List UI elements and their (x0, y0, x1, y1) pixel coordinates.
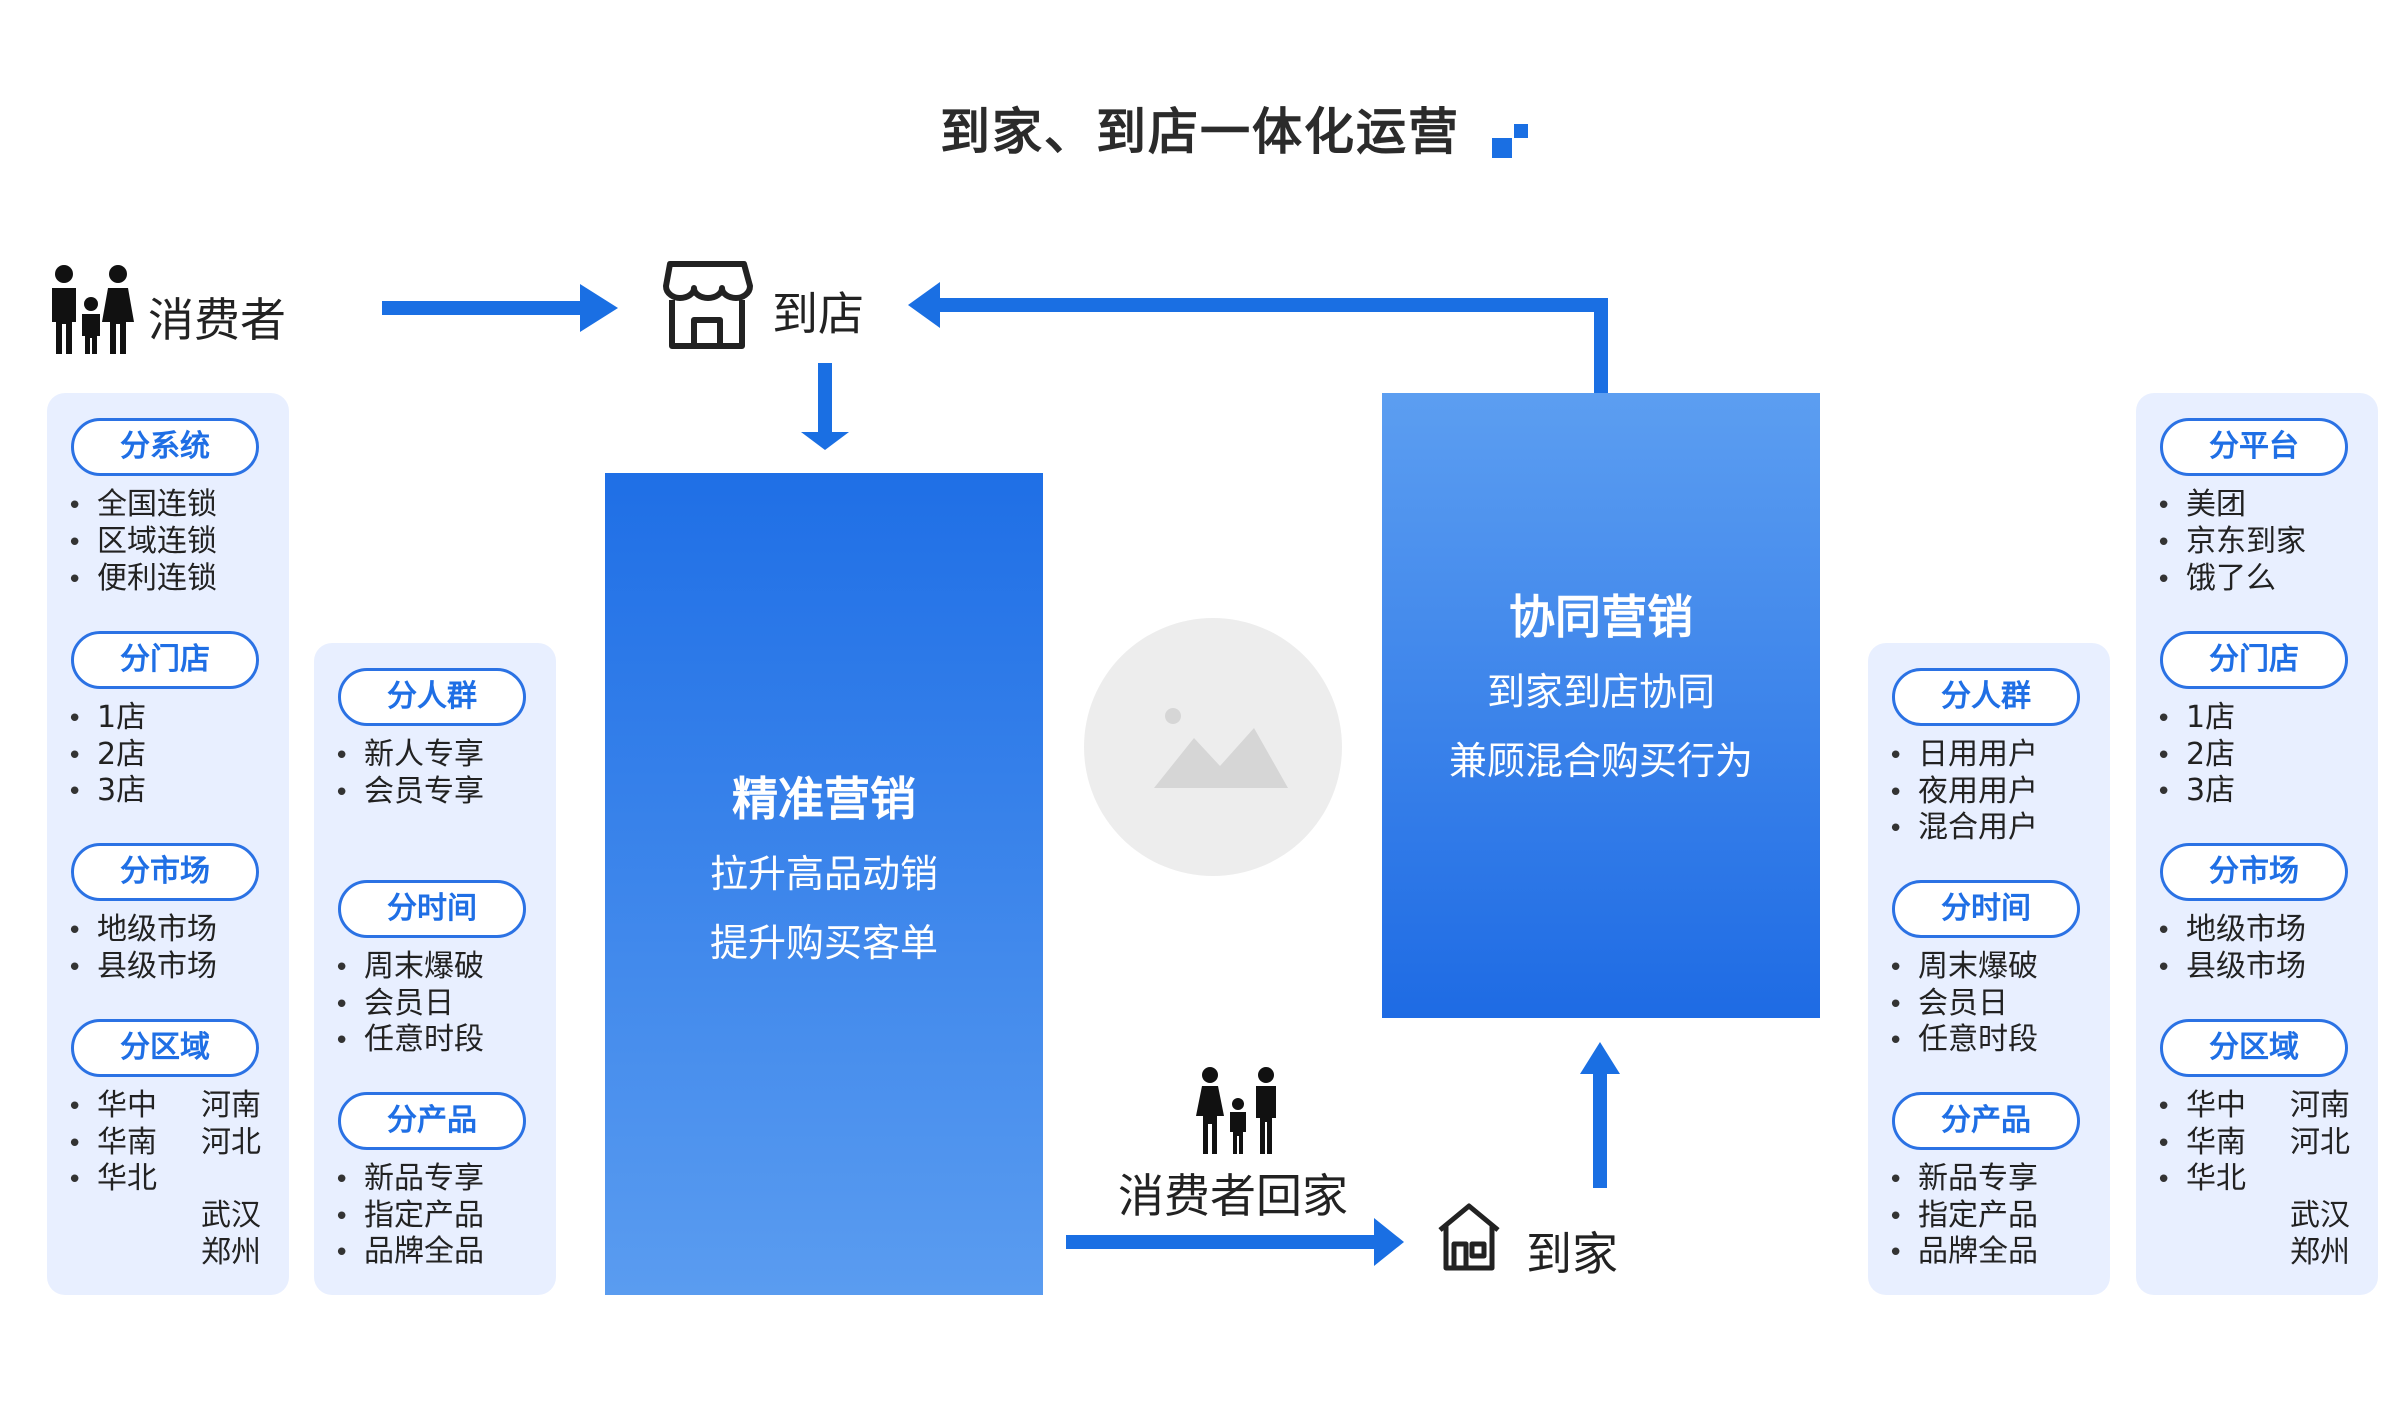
arrow-consumerhome-to-home (1066, 1218, 1404, 1266)
pill-time[interactable]: 分时间 (338, 880, 526, 938)
list-item: •县级市场 (67, 949, 217, 984)
list-item: •华中 (2156, 1088, 2246, 1123)
list-item: •3店 (2156, 773, 2236, 808)
list-item: •会员专享 (334, 774, 484, 809)
arrow-box-to-store (908, 282, 1608, 394)
list-item: •混合用户 (1888, 810, 2038, 845)
list-item: •华南 (67, 1125, 157, 1160)
pill-market[interactable]: 分市场 (2160, 843, 2348, 901)
box-left-title: 精准营销 (732, 772, 916, 826)
list-item: •2店 (2156, 737, 2236, 772)
store-icon (663, 261, 753, 349)
list-item: •区域连锁 (67, 524, 217, 559)
pill-store[interactable]: 分门店 (2160, 631, 2348, 689)
panel-right-outer: 分平台 •美团 •京东到家 •饿了么 分门店 •1店 •2店 •3店 分市场 •… (2136, 393, 2378, 1295)
list-item: •周末爆破 (334, 949, 484, 984)
box-right-title: 协同营销 (1509, 590, 1693, 644)
pill-system[interactable]: 分系统 (71, 418, 259, 476)
pill-region[interactable]: 分区域 (2160, 1019, 2348, 1077)
list-item: •华北 (2156, 1161, 2246, 1196)
arrow-consumer-to-store (382, 284, 618, 332)
arrow-store-to-box (801, 363, 849, 450)
image-placeholder (1084, 618, 1342, 876)
home-label: 到家 (1526, 1227, 1618, 1281)
list-item: 河北 (201, 1125, 261, 1160)
list-item: •美团 (2156, 487, 2246, 522)
list-item: •新品专享 (334, 1161, 484, 1196)
list-item: •3店 (67, 773, 147, 808)
list-item: •周末爆破 (1888, 949, 2038, 984)
list-item: •品牌全品 (1888, 1234, 2038, 1269)
in-store-label: 到店 (772, 287, 864, 341)
family-walking-icon (1196, 1067, 1276, 1154)
pill-crowd[interactable]: 分人群 (1892, 668, 2080, 726)
consumer-label: 消费者 (148, 293, 286, 347)
list-item: •任意时段 (1888, 1022, 2038, 1057)
diagram-title: 到家、到店一体化运营 (940, 103, 1460, 161)
list-item: 河北 (2290, 1125, 2350, 1160)
box-right-line2: 兼顾混合购买行为 (1448, 739, 1753, 783)
list-item: •京东到家 (2156, 524, 2306, 559)
list-item: •华南 (2156, 1125, 2246, 1160)
pill-market[interactable]: 分市场 (71, 843, 259, 901)
list-item: •新品专享 (1888, 1161, 2038, 1196)
list-item: •夜用用户 (1888, 774, 2038, 809)
list-item: •地级市场 (67, 912, 217, 947)
pill-crowd[interactable]: 分人群 (338, 668, 526, 726)
pill-product[interactable]: 分产品 (1892, 1092, 2080, 1150)
list-item: •任意时段 (334, 1022, 484, 1057)
panel-left-outer: 分系统 •全国连锁 •区域连锁 •便利连锁 分门店 •1店 •2店 •3店 分市… (47, 393, 289, 1295)
list-item: •1店 (67, 700, 147, 735)
list-item: •1店 (2156, 700, 2236, 735)
list-item: •县级市场 (2156, 949, 2306, 984)
house-icon (1438, 1203, 1500, 1271)
list-item: •华北 (67, 1161, 157, 1196)
family-icon (52, 265, 134, 354)
arrow-home-to-box (1580, 1042, 1620, 1188)
list-item: •便利连锁 (67, 561, 217, 596)
list-item: 武汉 (2290, 1198, 2350, 1233)
list-item: 郑州 (2290, 1235, 2350, 1270)
box-left-line2: 提升购买客单 (709, 921, 938, 965)
list-item: •会员日 (1888, 986, 2008, 1021)
list-item: •指定产品 (1888, 1198, 2038, 1233)
box-left-line1: 拉升高品动销 (709, 852, 938, 896)
box-right-line1: 到家到店协同 (1486, 670, 1715, 714)
pill-store[interactable]: 分门店 (71, 631, 259, 689)
list-item: •地级市场 (2156, 912, 2306, 947)
precision-marketing-box: 精准营销 拉升高品动销 提升购买客单 (605, 473, 1043, 1295)
panel-left-inner: 分人群 •新人专享 •会员专享 分时间 •周末爆破 •会员日 •任意时段 分产品… (314, 643, 556, 1295)
list-item: 郑州 (201, 1235, 261, 1270)
list-item: •品牌全品 (334, 1234, 484, 1269)
list-item: •全国连锁 (67, 487, 217, 522)
title-mark-icon (1492, 124, 1528, 158)
list-item: 武汉 (201, 1198, 261, 1233)
list-item: •会员日 (334, 986, 454, 1021)
pill-platform[interactable]: 分平台 (2160, 418, 2348, 476)
list-item: •日用用户 (1888, 737, 2038, 772)
consumer-home-label: 消费者回家 (1118, 1169, 1348, 1223)
list-item: 河南 (2290, 1088, 2350, 1123)
list-item: •华中 (67, 1088, 157, 1123)
panel-right-inner: 分人群 •日用用户 •夜用用户 •混合用户 分时间 •周末爆破 •会员日 •任意… (1868, 643, 2110, 1295)
list-item: •新人专享 (334, 737, 484, 772)
pill-product[interactable]: 分产品 (338, 1092, 526, 1150)
list-item: 河南 (201, 1088, 261, 1123)
image-placeholder-icon (1154, 708, 1288, 788)
pill-region[interactable]: 分区域 (71, 1019, 259, 1077)
coordinated-marketing-box: 协同营销 到家到店协同 兼顾混合购买行为 (1382, 393, 1820, 1018)
list-item: •2店 (67, 737, 147, 772)
pill-time[interactable]: 分时间 (1892, 880, 2080, 938)
list-item: •饿了么 (2156, 561, 2276, 596)
list-item: •指定产品 (334, 1198, 484, 1233)
